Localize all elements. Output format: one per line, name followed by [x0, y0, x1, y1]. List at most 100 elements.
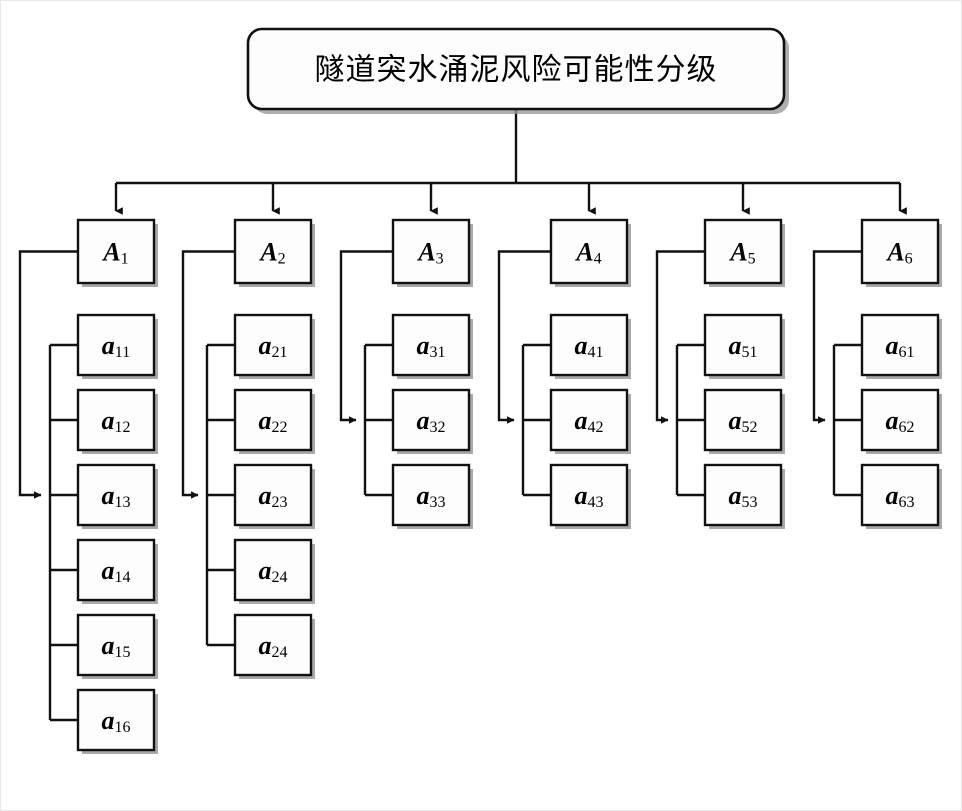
node-box: [233, 313, 313, 377]
node-label: a14: [102, 556, 131, 586]
leaf-node-a53[interactable]: a53: [703, 463, 783, 527]
leaf-node-a13[interactable]: a13: [76, 463, 156, 527]
leaf-node-a43[interactable]: a43: [549, 463, 629, 527]
leaf-node-a33[interactable]: a33: [391, 463, 471, 527]
node-symbol: a: [729, 406, 742, 435]
node-subscript: 14: [115, 569, 131, 586]
node-subscript: 32: [430, 419, 446, 436]
node-symbol: a: [575, 406, 588, 435]
node-symbol: a: [259, 331, 272, 360]
node-label: a31: [417, 331, 446, 361]
leaf-node-a24b[interactable]: a24: [233, 613, 313, 677]
node-symbol: A: [258, 237, 277, 266]
leaf-node-a12[interactable]: a12: [76, 388, 156, 452]
leaf-node-a61[interactable]: a61: [860, 313, 940, 377]
node-label: a32: [417, 406, 446, 436]
node-subscript: 43: [588, 494, 604, 511]
node-label: a33: [417, 481, 446, 511]
branch-node-A4[interactable]: A4: [549, 218, 629, 285]
branch-node-A6[interactable]: A6: [860, 218, 940, 285]
root-box: [246, 27, 786, 111]
node-label: a53: [729, 481, 758, 511]
node-label: a41: [575, 331, 604, 361]
node-subscript: 4: [594, 250, 602, 267]
node-symbol: a: [886, 481, 899, 510]
node-label: A4: [574, 237, 601, 267]
leaf-node-a15[interactable]: a15: [76, 613, 156, 677]
node-subscript: 24: [272, 569, 288, 586]
node-box: [549, 463, 629, 527]
leaf-node-a23[interactable]: a23: [233, 463, 313, 527]
root-node[interactable]: 隧道突水涌泥风险可能性分级: [246, 27, 786, 111]
node-label: a51: [729, 331, 758, 361]
node-box: [76, 613, 156, 677]
node-symbol: a: [259, 406, 272, 435]
node-label: a52: [729, 406, 758, 436]
node-symbol: a: [729, 481, 742, 510]
leaf-node-a41[interactable]: a41: [549, 313, 629, 377]
leaf-node-a14[interactable]: a14: [76, 538, 156, 602]
node-box: [76, 313, 156, 377]
branch-node-A5[interactable]: A5: [703, 218, 783, 285]
node-symbol: a: [102, 556, 115, 585]
branch-node-A2[interactable]: A2: [233, 218, 313, 285]
node-subscript: 12: [115, 419, 131, 436]
branch-to-children-connector: [812, 250, 862, 424]
node-box: [549, 313, 629, 377]
leaf-node-a16[interactable]: a16: [76, 688, 156, 752]
node-box: [703, 463, 783, 527]
node-subscript: 3: [436, 250, 444, 267]
node-label: A6: [885, 237, 912, 267]
node-symbol: a: [102, 706, 115, 735]
branch-node-A3[interactable]: A3: [391, 218, 471, 285]
node-label: A3: [416, 237, 443, 267]
node-subscript: 41: [588, 344, 604, 361]
node-subscript: 24: [272, 644, 288, 661]
node-box: [549, 388, 629, 452]
node-label: a24: [259, 556, 288, 586]
node-layer: 隧道突水涌泥风险可能性分级A1a11a12a13a14a15a16A2a21a2…: [76, 27, 942, 754]
node-subscript: 22: [272, 419, 288, 436]
node-box: [860, 218, 940, 285]
node-symbol: A: [574, 237, 593, 266]
leaf-node-a63[interactable]: a63: [860, 463, 940, 527]
leaf-node-a31[interactable]: a31: [391, 313, 471, 377]
leaf-node-a62[interactable]: a62: [860, 388, 940, 452]
leaf-node-a52[interactable]: a52: [703, 388, 783, 452]
node-subscript: 63: [899, 494, 915, 511]
node-symbol: A: [416, 237, 435, 266]
node-box: [703, 313, 783, 377]
node-label: a16: [102, 706, 131, 736]
node-label: a13: [102, 481, 131, 511]
node-subscript: 42: [588, 419, 604, 436]
branch-to-children-connector: [497, 250, 551, 424]
node-subscript: 13: [115, 494, 131, 511]
node-subscript: 62: [899, 419, 915, 436]
node-subscript: 53: [742, 494, 758, 511]
node-symbol: a: [575, 481, 588, 510]
node-symbol: a: [886, 406, 899, 435]
node-symbol: a: [259, 481, 272, 510]
node-box: [391, 218, 471, 285]
node-symbol: a: [102, 631, 115, 660]
node-symbol: a: [729, 331, 742, 360]
leaf-node-a22[interactable]: a22: [233, 388, 313, 452]
leaf-node-a42[interactable]: a42: [549, 388, 629, 452]
leaf-node-a51[interactable]: a51: [703, 313, 783, 377]
leaf-node-a32[interactable]: a32: [391, 388, 471, 452]
node-symbol: a: [102, 406, 115, 435]
leaf-node-a21[interactable]: a21: [233, 313, 313, 377]
leaf-node-a11[interactable]: a11: [76, 313, 156, 377]
node-label: a24: [259, 631, 288, 661]
node-box: [391, 463, 471, 527]
node-label: a22: [259, 406, 288, 436]
node-label: a15: [102, 631, 131, 661]
node-label: a21: [259, 331, 288, 361]
node-box: [549, 218, 629, 285]
node-box: [76, 218, 156, 285]
branch-node-A1[interactable]: A1: [76, 218, 156, 285]
node-label: a23: [259, 481, 288, 511]
node-subscript: 2: [278, 250, 286, 267]
node-label: a61: [886, 331, 915, 361]
leaf-node-a24[interactable]: a24: [233, 538, 313, 602]
